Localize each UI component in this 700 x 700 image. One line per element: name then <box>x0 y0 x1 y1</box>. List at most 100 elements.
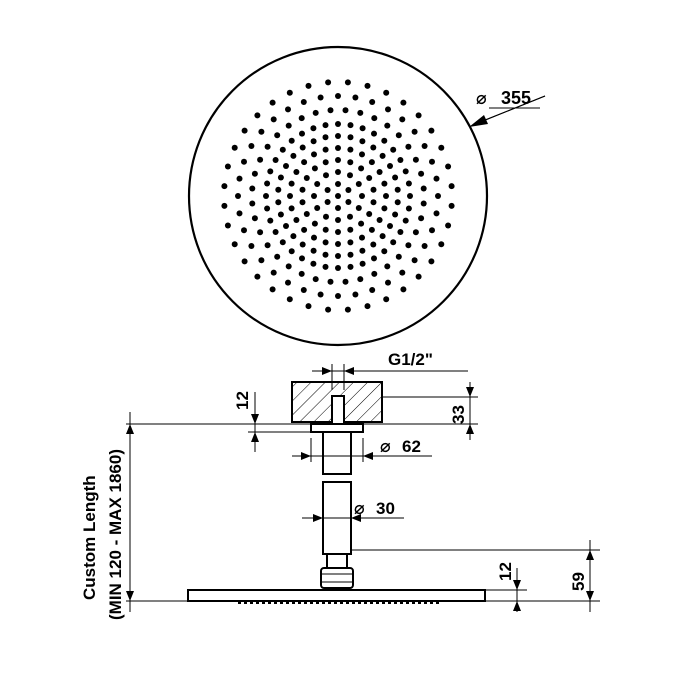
nozzle-dot <box>231 241 238 248</box>
nozzle-dot <box>428 258 435 265</box>
nozzle-dot <box>264 205 271 212</box>
nozzle-dot <box>359 138 366 145</box>
thread-connector <box>331 395 345 425</box>
nozzle-dot <box>359 125 366 132</box>
nozzle-dot <box>221 183 228 190</box>
diameter-symbol: ⌀ <box>476 88 487 108</box>
plate-nozzle <box>424 601 427 604</box>
nozzle-dot <box>322 134 329 141</box>
nozzle-dot <box>394 199 401 206</box>
nozzle-dot <box>327 107 334 114</box>
nozzle-dot <box>368 226 375 233</box>
nozzle-dot <box>322 122 329 129</box>
diameter-symbol-30: ⌀ <box>354 498 365 518</box>
nozzle-dot <box>290 233 297 240</box>
nozzle-dot <box>267 168 274 175</box>
nozzle-dot <box>310 125 317 132</box>
nozzle-dot <box>335 157 341 163</box>
nozzle-dot <box>254 273 261 280</box>
nozzle-dot <box>381 137 388 144</box>
nozzle-dot <box>415 273 422 280</box>
nozzle-dot <box>347 159 354 166</box>
nozzle-dot <box>402 168 409 175</box>
nozzle-dot <box>248 143 255 149</box>
plate-nozzle <box>304 601 307 604</box>
nozzle-dot <box>415 112 422 119</box>
nozzle-dot <box>285 279 291 286</box>
nozzle-dot <box>251 215 258 222</box>
nozzle-dot <box>324 199 331 205</box>
nozzle-dot <box>405 143 412 150</box>
plate-nozzle <box>352 601 355 604</box>
nozzle-dot <box>381 180 388 187</box>
plate-nozzle <box>382 601 385 604</box>
nozzle-dot <box>384 263 391 270</box>
nozzle-dot <box>400 99 407 106</box>
head-offset-label: 12 <box>496 562 515 581</box>
plate-nozzle <box>250 601 253 604</box>
nozzle-dot <box>335 181 341 187</box>
nozzle-dot <box>407 193 413 199</box>
nozzle-dot <box>305 82 312 89</box>
nozzle-dot <box>429 158 435 165</box>
nozzle-dot <box>405 180 412 187</box>
plate-nozzle <box>400 601 403 604</box>
nozzle-dot <box>412 229 419 236</box>
nozzle-dot <box>358 165 365 172</box>
nozzle-dot <box>399 269 406 276</box>
nozzle-dot <box>335 253 341 259</box>
nozzle-dot <box>236 175 243 182</box>
nozzle-dot <box>236 210 243 217</box>
nozzle-dot <box>272 157 279 163</box>
plate-nozzle <box>418 601 421 604</box>
nozzle-dot <box>411 128 418 135</box>
nozzle-dot <box>312 276 319 283</box>
nozzle-dot <box>421 143 428 149</box>
nozzle-dot <box>221 202 228 209</box>
nozzle-dot <box>299 199 306 206</box>
nozzle-dot <box>322 251 329 258</box>
nozzle-dot <box>369 99 376 105</box>
nozzle-dot <box>299 255 305 262</box>
nozzle-dot <box>299 130 305 137</box>
nozzle-dot <box>371 130 377 137</box>
flange-offset-dimension: 12 <box>126 391 311 452</box>
nozzle-dot <box>270 269 277 276</box>
nozzle-dot <box>428 127 435 134</box>
flange-diameter-label: 62 <box>402 437 421 456</box>
nozzle-dot <box>279 146 286 153</box>
nozzle-dot <box>285 122 292 129</box>
nozzle-dot <box>241 158 247 165</box>
nozzle-dot <box>274 132 281 139</box>
nozzle-dot <box>311 220 318 227</box>
nozzle-dot <box>335 217 341 223</box>
nozzle-dot <box>248 243 255 249</box>
plate-nozzle <box>406 601 409 604</box>
nozzle-dot <box>397 157 404 163</box>
plate-nozzle <box>310 601 313 604</box>
nozzle-dot <box>264 242 271 249</box>
nozzle-dot <box>420 185 427 192</box>
nozzle-dot <box>347 172 353 179</box>
flange <box>310 423 364 433</box>
nozzle-dot <box>299 144 306 151</box>
nozzle-dot <box>355 181 362 187</box>
nozzle-dot <box>433 210 440 217</box>
nozzle-dot <box>376 217 383 223</box>
head-outline <box>187 45 489 347</box>
nozzle-dot <box>288 205 295 212</box>
plate-nozzle <box>412 601 415 604</box>
nozzle-dot <box>357 109 364 116</box>
nozzle-dot <box>301 226 308 233</box>
nozzle-dot <box>385 279 391 286</box>
nozzle-dot <box>299 186 306 193</box>
nozzle-dot <box>299 241 306 248</box>
nozzle-dot <box>405 242 412 249</box>
nozzle-dot <box>322 146 329 153</box>
nozzle-dot <box>283 163 289 169</box>
plate-nozzle <box>340 601 343 604</box>
nozzle-dot <box>342 278 349 285</box>
nozzle-dot <box>405 205 412 212</box>
